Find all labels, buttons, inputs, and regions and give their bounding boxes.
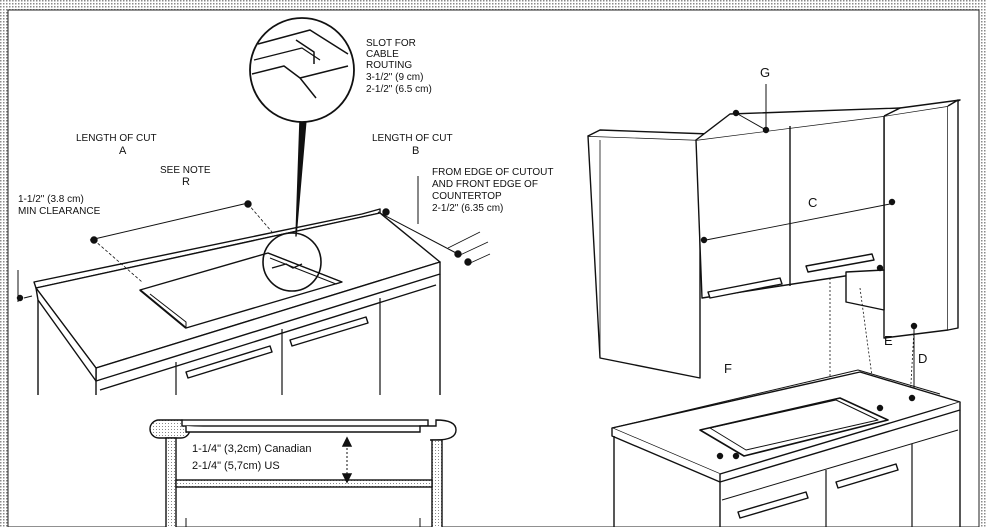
from-edge-line1: FROM EDGE OF CUTOUT [432,167,554,178]
countertop-cutout-figure [16,17,491,395]
slot-dimension-2: 2-1/2" (6.5 cm) [366,84,432,95]
label-g: G [760,65,771,80]
label-e: E [884,333,893,348]
from-edge-dimension: 2-1/2" (6.35 cm) [432,203,504,214]
label-c: C [808,195,818,210]
section-detail-figure [149,419,457,527]
cabinet-clearance-figure [587,84,961,527]
see-note-letter: R [182,176,190,188]
see-note-label: SEE NOTE [160,165,211,176]
canadian-dimension: 1-1/4" (3,2cm) Canadian [192,443,312,455]
length-of-cut-b-label: LENGTH OF CUT [372,133,453,144]
min-clearance-label: MIN CLEARANCE [18,206,101,217]
slot-label-line3: ROUTING [366,60,413,71]
from-edge-line3: COUNTERTOP [432,191,502,202]
from-edge-line2: AND FRONT EDGE OF [432,179,538,190]
label-f: F [724,361,732,376]
length-of-cut-b-letter: B [412,145,420,157]
us-dimension: 2-1/4" (5,7cm) US [192,460,280,472]
slot-label-line1: SLOT FOR [366,38,416,49]
label-d: D [918,351,928,366]
min-clearance-dimension: 1-1/2" (3.8 cm) [18,194,84,205]
slot-dimension-1: 3-1/2" (9 cm) [366,72,424,83]
slot-label-line2: CABLE [366,49,399,60]
length-of-cut-a-letter: A [119,145,127,157]
length-of-cut-a-label: LENGTH OF CUT [76,133,157,144]
